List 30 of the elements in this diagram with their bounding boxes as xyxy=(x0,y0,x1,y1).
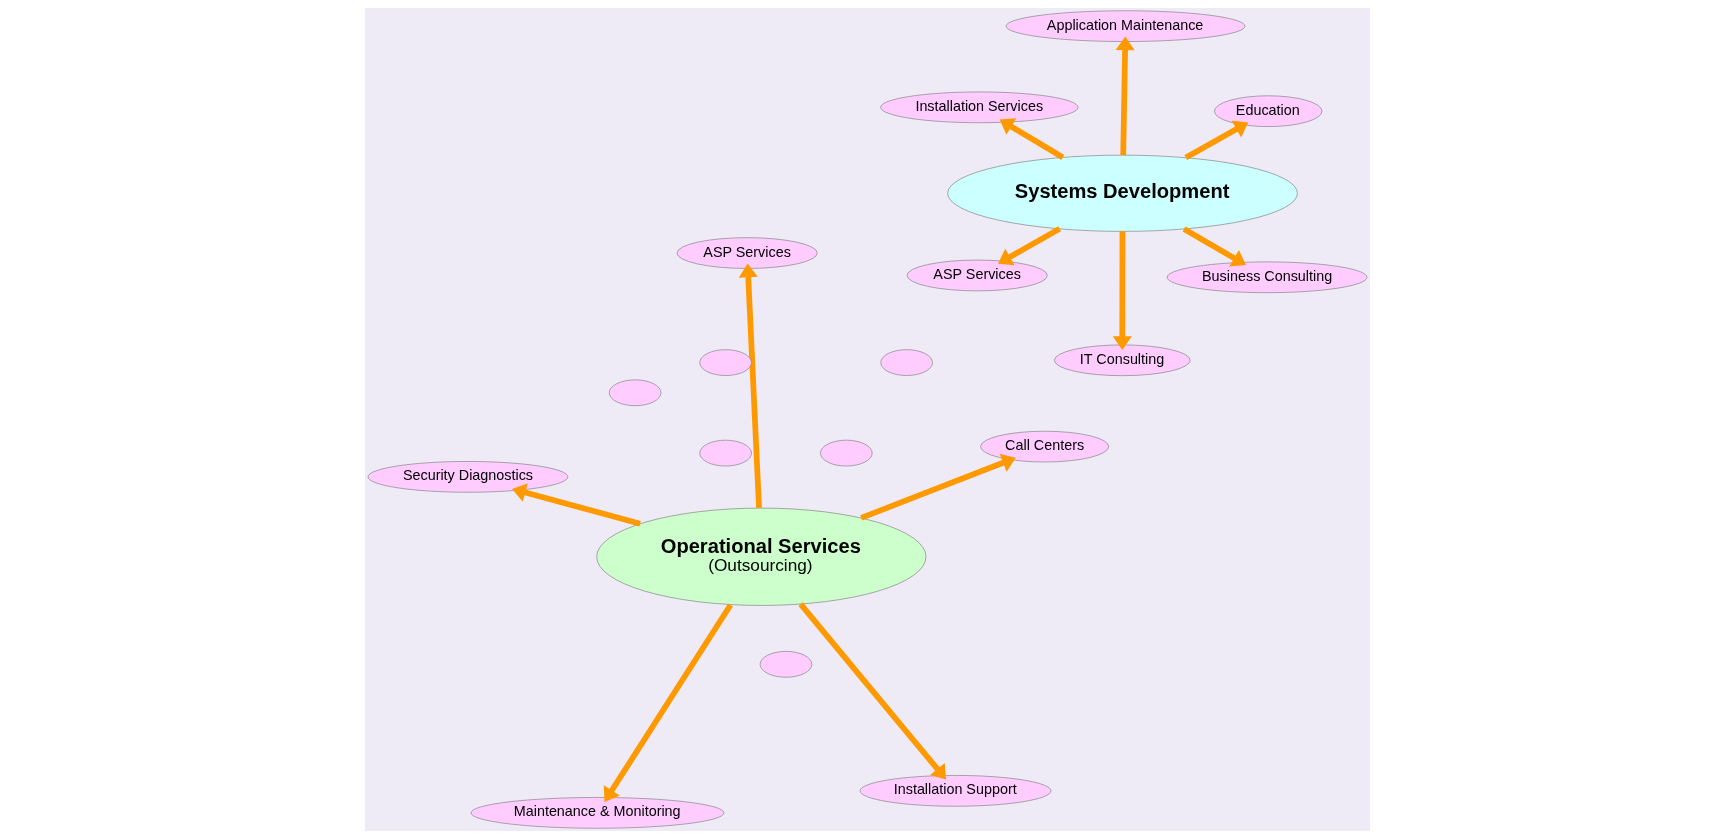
node-ellipse xyxy=(880,349,933,376)
node-ellipse: Call Centers xyxy=(980,430,1110,463)
node-ellipse: ASP Services xyxy=(676,237,818,269)
arrow xyxy=(1112,231,1132,350)
arrow xyxy=(1115,36,1135,156)
node-ellipse: Business Consulting xyxy=(1166,261,1368,294)
node-ellipse: IT Consulting xyxy=(1054,344,1191,377)
node-ellipse xyxy=(608,379,662,407)
node-ellipse xyxy=(699,349,752,376)
arrow xyxy=(738,263,762,509)
node-ellipse: Education xyxy=(1214,95,1323,127)
node-ellipse: ASP Services xyxy=(906,259,1048,292)
arrow xyxy=(1184,120,1249,161)
node-ellipse: Operational Services (Outsourcing) xyxy=(596,507,927,606)
node-ellipse xyxy=(699,439,752,467)
arrow xyxy=(860,453,1016,521)
node-ellipse: Systems Development xyxy=(947,154,1298,232)
arrow xyxy=(798,602,947,780)
arrow xyxy=(998,226,1062,266)
arrow xyxy=(603,603,733,802)
arrow xyxy=(1182,226,1246,267)
arrow xyxy=(512,483,641,527)
node-ellipse: Security Diagnostics xyxy=(367,461,569,493)
node-ellipse: Installation Services xyxy=(880,91,1079,124)
node-ellipse xyxy=(759,651,813,678)
node-ellipse: Application Maintenance xyxy=(1005,10,1246,42)
node-ellipse xyxy=(820,439,873,467)
node-ellipse: Installation Support xyxy=(859,775,1052,807)
node-ellipse: Maintenance & Monitoring xyxy=(470,797,725,829)
arrow xyxy=(999,118,1065,160)
